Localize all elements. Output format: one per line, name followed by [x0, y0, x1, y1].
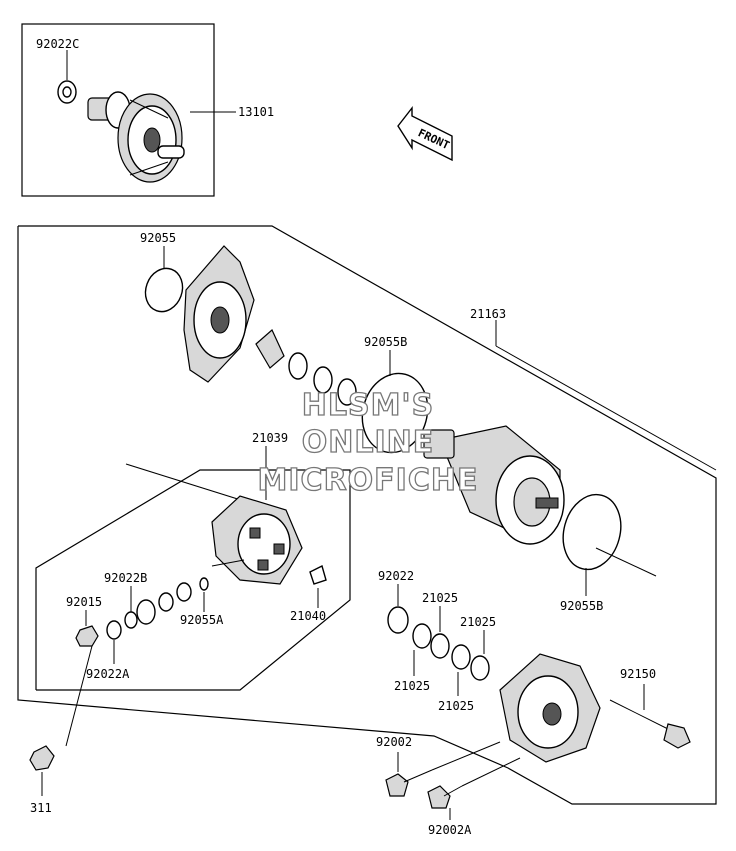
o-ring-92055[interactable]: [140, 263, 189, 317]
washer-92022A[interactable]: [106, 620, 122, 640]
washers-stack-bottom[interactable]: [124, 582, 192, 629]
nut-311[interactable]: [29, 745, 55, 771]
front-direction-marker: FRONT: [397, 105, 453, 162]
rear-cover[interactable]: [499, 653, 601, 763]
callout-92022A: 92022A: [86, 667, 130, 681]
bolt-92002A[interactable]: [427, 785, 463, 809]
brush-spring-21040[interactable]: [309, 564, 327, 585]
callout-21025-d: 21025: [438, 699, 474, 713]
callout-92055: 92055: [140, 231, 176, 245]
assembly-outline: [17, 225, 717, 805]
bolt-92150[interactable]: [609, 699, 691, 749]
watermark-line-2: ONLINE: [302, 425, 435, 460]
inset-frame: [21, 23, 215, 197]
watermark: HLSM'S ONLINE MICROFICHE: [257, 387, 479, 498]
washers-stack-top[interactable]: [255, 329, 357, 406]
callout-21025-a: 21025: [422, 591, 458, 605]
callout-92002: 92002: [376, 735, 412, 749]
bolt-92002[interactable]: [385, 769, 433, 797]
callout-311: 311: [30, 801, 52, 815]
callout-92002A: 92002A: [428, 823, 472, 837]
washer-92022[interactable]: [387, 606, 409, 634]
callout-21025-c: 21025: [394, 679, 430, 693]
brush-holder-21039[interactable]: [211, 495, 303, 585]
callout-92015: 92015: [66, 595, 102, 609]
o-ring-92055A[interactable]: [199, 577, 209, 591]
shims-21025[interactable]: [412, 623, 490, 681]
watermark-line-1: HLSM'S: [302, 388, 434, 423]
callout-21025-b: 21025: [460, 615, 496, 629]
callout-92150: 92150: [620, 667, 656, 681]
callout-92055B-top: 92055B: [364, 335, 407, 349]
callout-13101: 13101: [238, 105, 274, 119]
gasket-92022C[interactable]: [57, 80, 77, 104]
nut-92015[interactable]: [75, 625, 99, 647]
callout-92055B-bottom: 92055B: [560, 599, 603, 613]
yoke-assembly-21163[interactable]: [423, 425, 565, 545]
watermark-line-3: MICROFICHE: [258, 463, 479, 498]
callout-92022B: 92022B: [104, 571, 147, 585]
callout-92055A: 92055A: [180, 613, 224, 627]
callout-21163: 21163: [470, 307, 506, 321]
callout-21040: 21040: [290, 609, 326, 623]
starter-clutch-13101[interactable]: [87, 91, 185, 183]
front-cover[interactable]: [183, 245, 255, 383]
callout-92022: 92022: [378, 569, 414, 583]
o-ring-92055B-top[interactable]: [354, 366, 437, 460]
sub-assembly-outline: [35, 469, 351, 691]
callout-21039: 21039: [252, 431, 288, 445]
o-ring-92055B-bottom[interactable]: [555, 488, 629, 576]
callout-92022C: 92022C: [36, 37, 79, 51]
